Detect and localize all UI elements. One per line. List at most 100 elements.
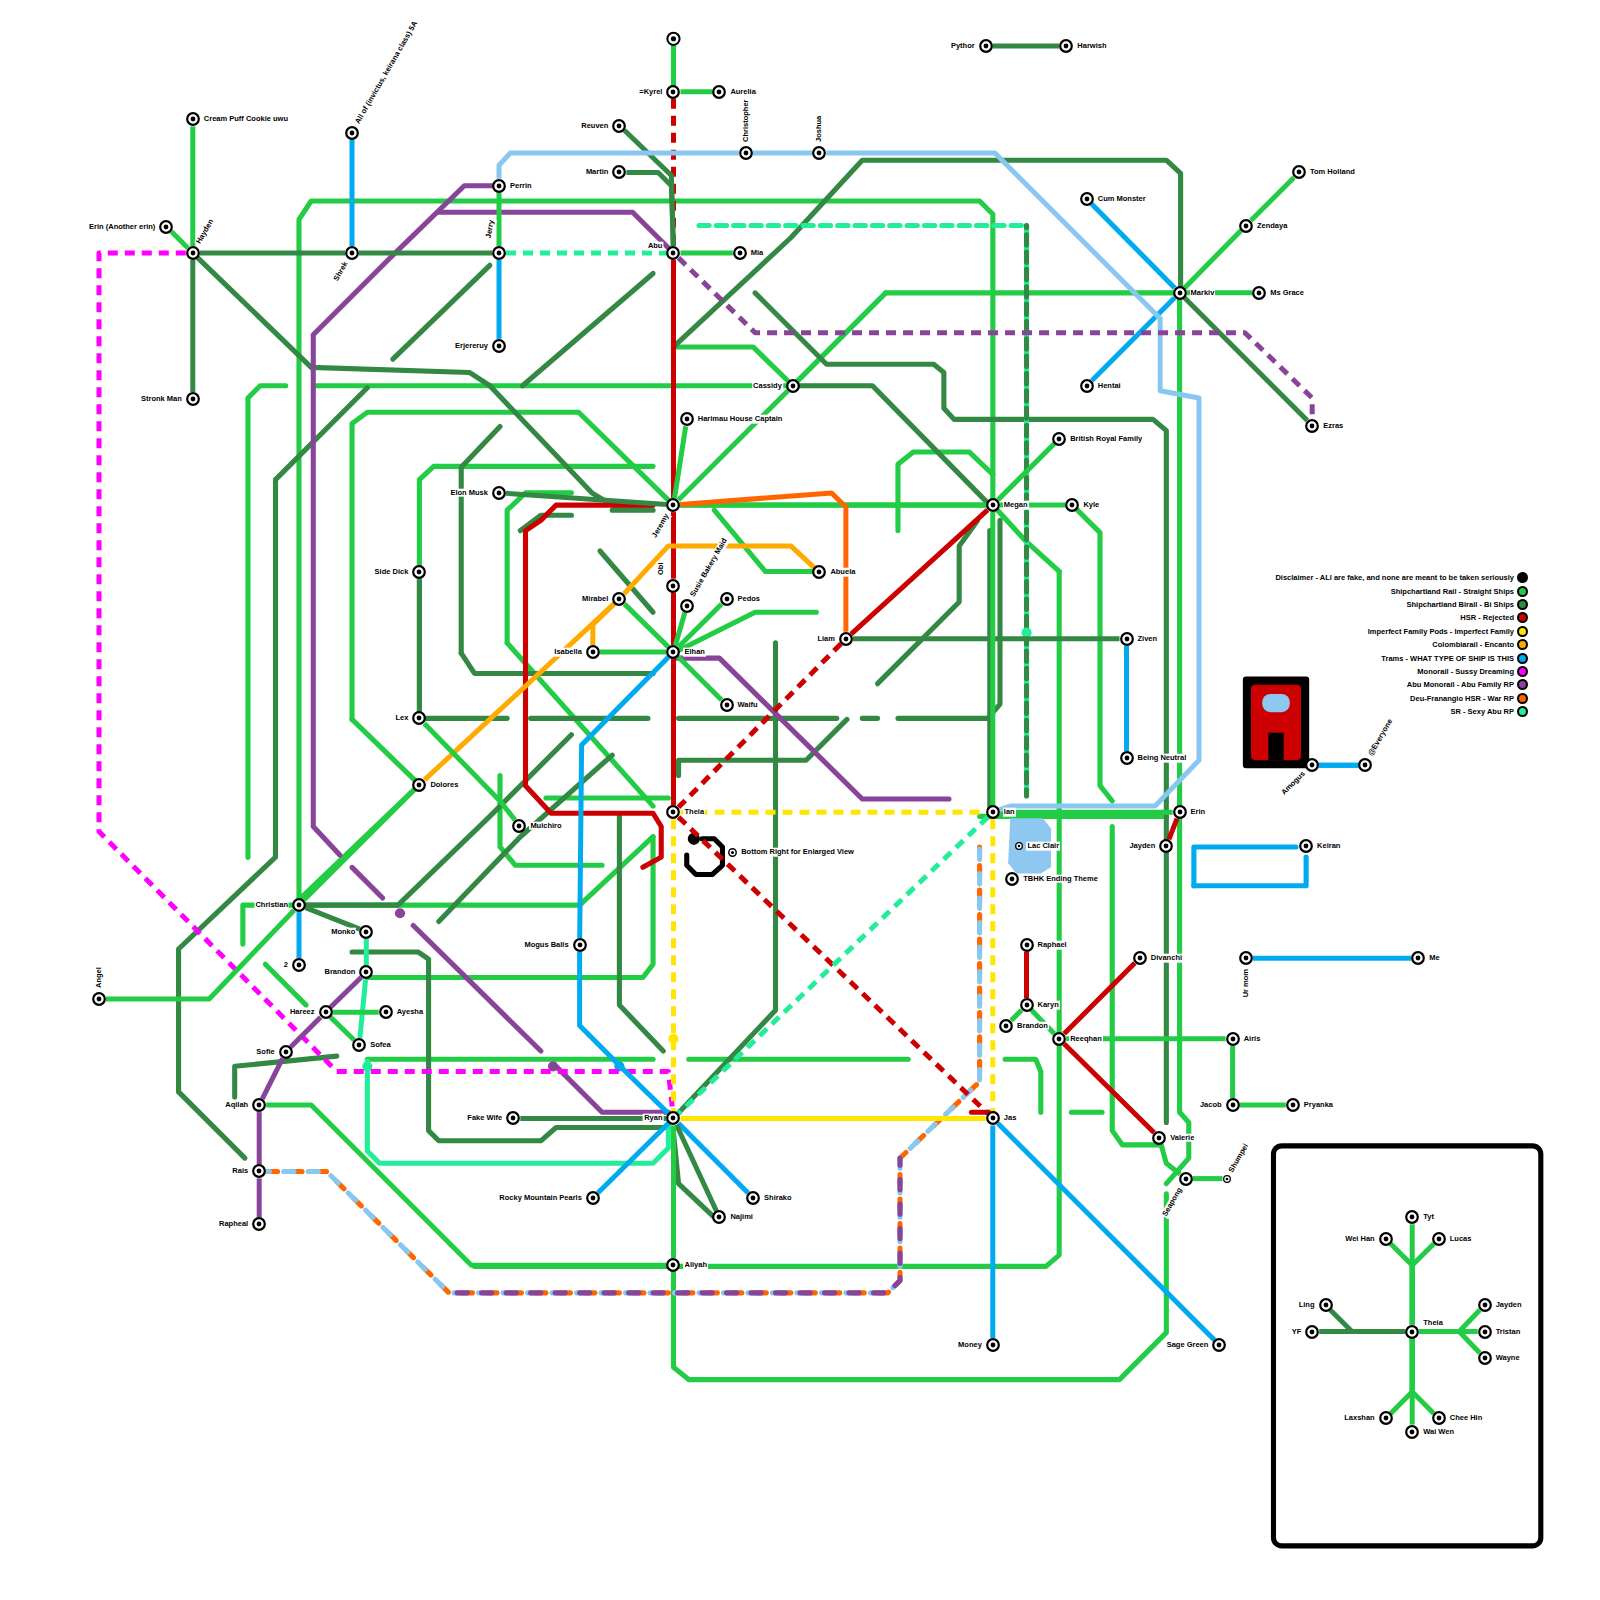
station-label: Rocky Mountain Pearls xyxy=(498,1194,583,1203)
station: Theia xyxy=(1405,1325,1419,1339)
station: Airis xyxy=(1226,1032,1240,1046)
legend-text: Deu-Franangio HSR - War RP xyxy=(1410,694,1514,703)
station: Monko xyxy=(359,925,373,939)
station-symbol xyxy=(680,599,694,613)
station-label: Joshua xyxy=(815,115,824,143)
station-ring xyxy=(187,393,199,405)
rail-line xyxy=(1319,763,1358,768)
station-label: Wayne xyxy=(1495,1354,1521,1363)
station-label: =Kyrel xyxy=(638,88,663,97)
station-dot xyxy=(1436,1416,1441,1421)
station-label: Lucas xyxy=(1449,1234,1473,1243)
station-ring xyxy=(987,1339,999,1351)
legend-text: Shipchartland Birail - Bi Ships xyxy=(1406,600,1514,609)
rail-line xyxy=(1161,1145,1180,1175)
station: Rocky Mountain Pearls xyxy=(586,1191,600,1205)
station-symbol xyxy=(1052,432,1066,446)
station-label: Ling xyxy=(1298,1301,1316,1310)
station-symbol xyxy=(666,85,680,99)
station-label: Mirabel xyxy=(581,595,609,604)
station-symbol xyxy=(279,1045,293,1059)
station-symbol xyxy=(986,498,1000,512)
station-dot xyxy=(1124,756,1129,761)
rail-line xyxy=(680,493,846,632)
station-label: Laxshan xyxy=(1343,1414,1375,1423)
station-symbol xyxy=(586,645,600,659)
station-symbol xyxy=(186,246,200,260)
station-dot xyxy=(1230,1103,1235,1108)
legend-text: Shipchartland Rail - Straight Ships xyxy=(1391,587,1514,596)
station-label: @Everyone xyxy=(1367,717,1396,759)
station-symbol xyxy=(345,246,359,260)
station-dot xyxy=(1164,844,1169,849)
station: Elon Musk xyxy=(492,486,506,500)
station-ring xyxy=(1161,840,1173,852)
station-symbol xyxy=(1286,1098,1300,1112)
station: Tristan xyxy=(1478,1325,1492,1339)
station-ring xyxy=(1287,1099,1299,1111)
station-dot xyxy=(417,716,422,721)
station-ring xyxy=(414,567,426,579)
station-ring xyxy=(1293,167,1305,179)
station-dot xyxy=(717,1215,722,1220)
station-symbol xyxy=(252,1098,266,1112)
station-label: Theia xyxy=(1422,1318,1444,1327)
station-dot xyxy=(1482,1303,1487,1308)
station: YF xyxy=(1305,1325,1319,1339)
station-ring xyxy=(1180,1173,1192,1185)
station-label: Obi xyxy=(657,561,666,576)
station: Waifu xyxy=(720,698,734,712)
legend-swatch xyxy=(1517,639,1528,650)
station-dot xyxy=(190,251,195,256)
station-symbol xyxy=(492,339,506,353)
station-ring xyxy=(361,926,373,938)
station-label: Fake Wife xyxy=(466,1114,503,1123)
station-ring xyxy=(187,114,199,126)
station-symbol xyxy=(1379,1411,1393,1425)
rail-line xyxy=(598,1123,669,1193)
station: Ziven xyxy=(1120,632,1134,646)
rail-line xyxy=(257,1178,262,1217)
station-symbol xyxy=(1226,1098,1240,1112)
station-symbol xyxy=(492,179,506,193)
station-ring xyxy=(1406,1426,1418,1438)
legend-text: Imperfect Family Pods - Imperfect Family xyxy=(1368,627,1514,636)
legend-swatch xyxy=(1517,599,1528,610)
station-ring xyxy=(1223,1175,1230,1182)
station-label: Wei Han xyxy=(1344,1234,1375,1243)
station-symbol xyxy=(506,1111,520,1125)
station-dot xyxy=(844,636,849,641)
station-label: Harimau House Captain xyxy=(697,415,784,424)
station-dot xyxy=(1290,1103,1295,1108)
station-symbol xyxy=(666,1258,680,1272)
rail-line xyxy=(200,251,345,256)
rail-line xyxy=(499,153,739,179)
station-symbol xyxy=(979,39,993,53)
station-symbol xyxy=(1305,419,1319,433)
station-symbol xyxy=(492,246,506,260)
station-symbol xyxy=(586,1191,600,1205)
legend-swatch xyxy=(1517,612,1528,623)
station-label: Raphael xyxy=(1037,941,1068,950)
station-dot xyxy=(497,183,502,188)
station-dot xyxy=(990,1342,995,1347)
station: Isabella xyxy=(586,645,600,659)
station-symbol xyxy=(1299,839,1313,853)
station: Lac Clair xyxy=(1015,842,1023,850)
station-label: Cream Puff Cookie uwu xyxy=(203,115,289,124)
station: Liam xyxy=(839,632,853,646)
legend-row: Abu Monorail - Abu Family RP xyxy=(1275,678,1528,691)
station-ring xyxy=(253,1166,265,1178)
station-label: Hareez xyxy=(289,1008,316,1017)
station-symbol xyxy=(1223,1175,1231,1183)
station-label: Kyle xyxy=(1082,501,1100,510)
rail-line xyxy=(1185,231,1242,288)
station: Dolores xyxy=(412,778,426,792)
station-dot xyxy=(497,344,502,349)
station-label: Stronk Man xyxy=(140,395,183,404)
station-ring xyxy=(361,967,373,979)
station: Erin (Another erin) xyxy=(159,220,173,234)
rail-line xyxy=(1000,810,1173,815)
station-label: Lex xyxy=(394,714,409,723)
rail-line xyxy=(998,444,1054,500)
